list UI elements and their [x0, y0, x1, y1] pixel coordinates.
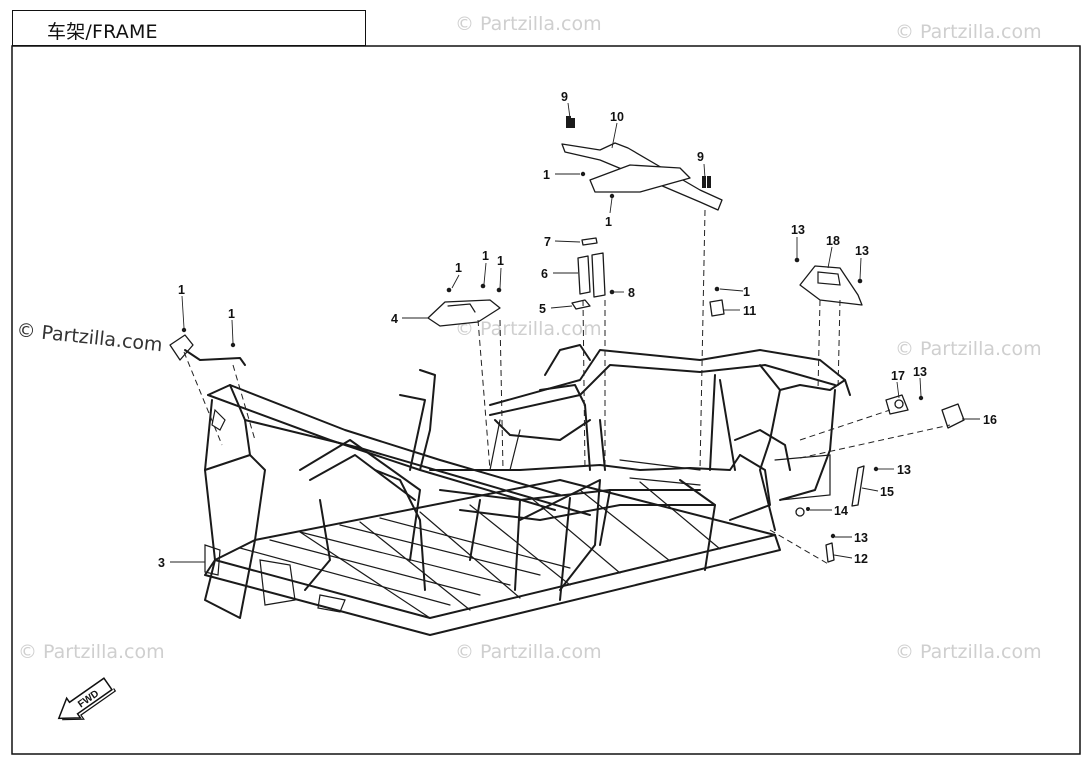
callout-18: 18	[826, 234, 840, 248]
callout-4: 4	[391, 312, 398, 326]
watermark: © Partzilla.com	[895, 641, 1042, 663]
part-6-bracket	[571, 237, 615, 310]
callout-5: 5	[539, 302, 546, 316]
callout-1: 1	[178, 283, 185, 297]
callout-3: 3	[158, 556, 165, 570]
main-frame	[204, 344, 851, 636]
callout-6: 6	[541, 267, 548, 281]
watermark: © Partzilla.com	[895, 21, 1042, 43]
diagram-border	[11, 45, 1081, 755]
callout-17: 17	[891, 369, 905, 383]
front-bracket	[169, 327, 246, 366]
callout-14: 14	[834, 504, 848, 518]
callout-15: 15	[880, 485, 894, 499]
callout-7: 7	[544, 235, 551, 249]
callout-8: 8	[628, 286, 635, 300]
watermark: © Partzilla.com	[895, 338, 1042, 360]
page-title: 车架/FRAME	[47, 21, 158, 43]
callout-13: 13	[897, 463, 911, 477]
watermark: © Partzilla.com	[455, 641, 602, 663]
leader-lines	[170, 102, 980, 563]
callout-13: 13	[855, 244, 869, 258]
watermark: © Partzilla.com	[455, 13, 602, 35]
callout-1: 1	[455, 261, 462, 275]
part-16-17-hitch	[885, 394, 965, 429]
part-12-clip	[825, 533, 836, 563]
callout-1: 1	[497, 254, 504, 268]
callout-13: 13	[854, 531, 868, 545]
callout-1: 1	[543, 168, 550, 182]
callout-16: 16	[983, 413, 997, 427]
assembly-lines	[183, 209, 951, 566]
part-10-crossmember	[561, 142, 723, 211]
callout-9: 9	[697, 150, 704, 164]
part-9-bolts	[566, 116, 711, 188]
part-4-bracket	[427, 283, 502, 327]
callout-11: 11	[743, 304, 756, 318]
part-15-pin	[851, 465, 879, 507]
callout-9: 9	[561, 90, 568, 104]
callout-10: 10	[610, 110, 624, 124]
callout-13: 13	[913, 365, 927, 379]
callout-labels: 9 10 1 9 1 7 6 8 5 4 1 1 1 1 1 1 11 13 1…	[158, 90, 997, 570]
callout-13: 13	[791, 223, 805, 237]
watermark-main: © Partzilla.com	[15, 319, 163, 356]
callout-12: 12	[854, 552, 868, 566]
callout-1: 1	[605, 215, 612, 229]
callout-1: 1	[482, 249, 489, 263]
part-11-clip	[709, 286, 725, 317]
watermark: © Partzilla.com	[455, 318, 602, 340]
title-box: 车架/FRAME	[12, 10, 366, 46]
callout-1: 1	[743, 285, 750, 299]
fwd-arrow-icon: FWD	[57, 677, 117, 721]
part-14-bolt	[795, 507, 810, 517]
watermark: © Partzilla.com	[18, 641, 165, 663]
callout-1: 1	[228, 307, 235, 321]
